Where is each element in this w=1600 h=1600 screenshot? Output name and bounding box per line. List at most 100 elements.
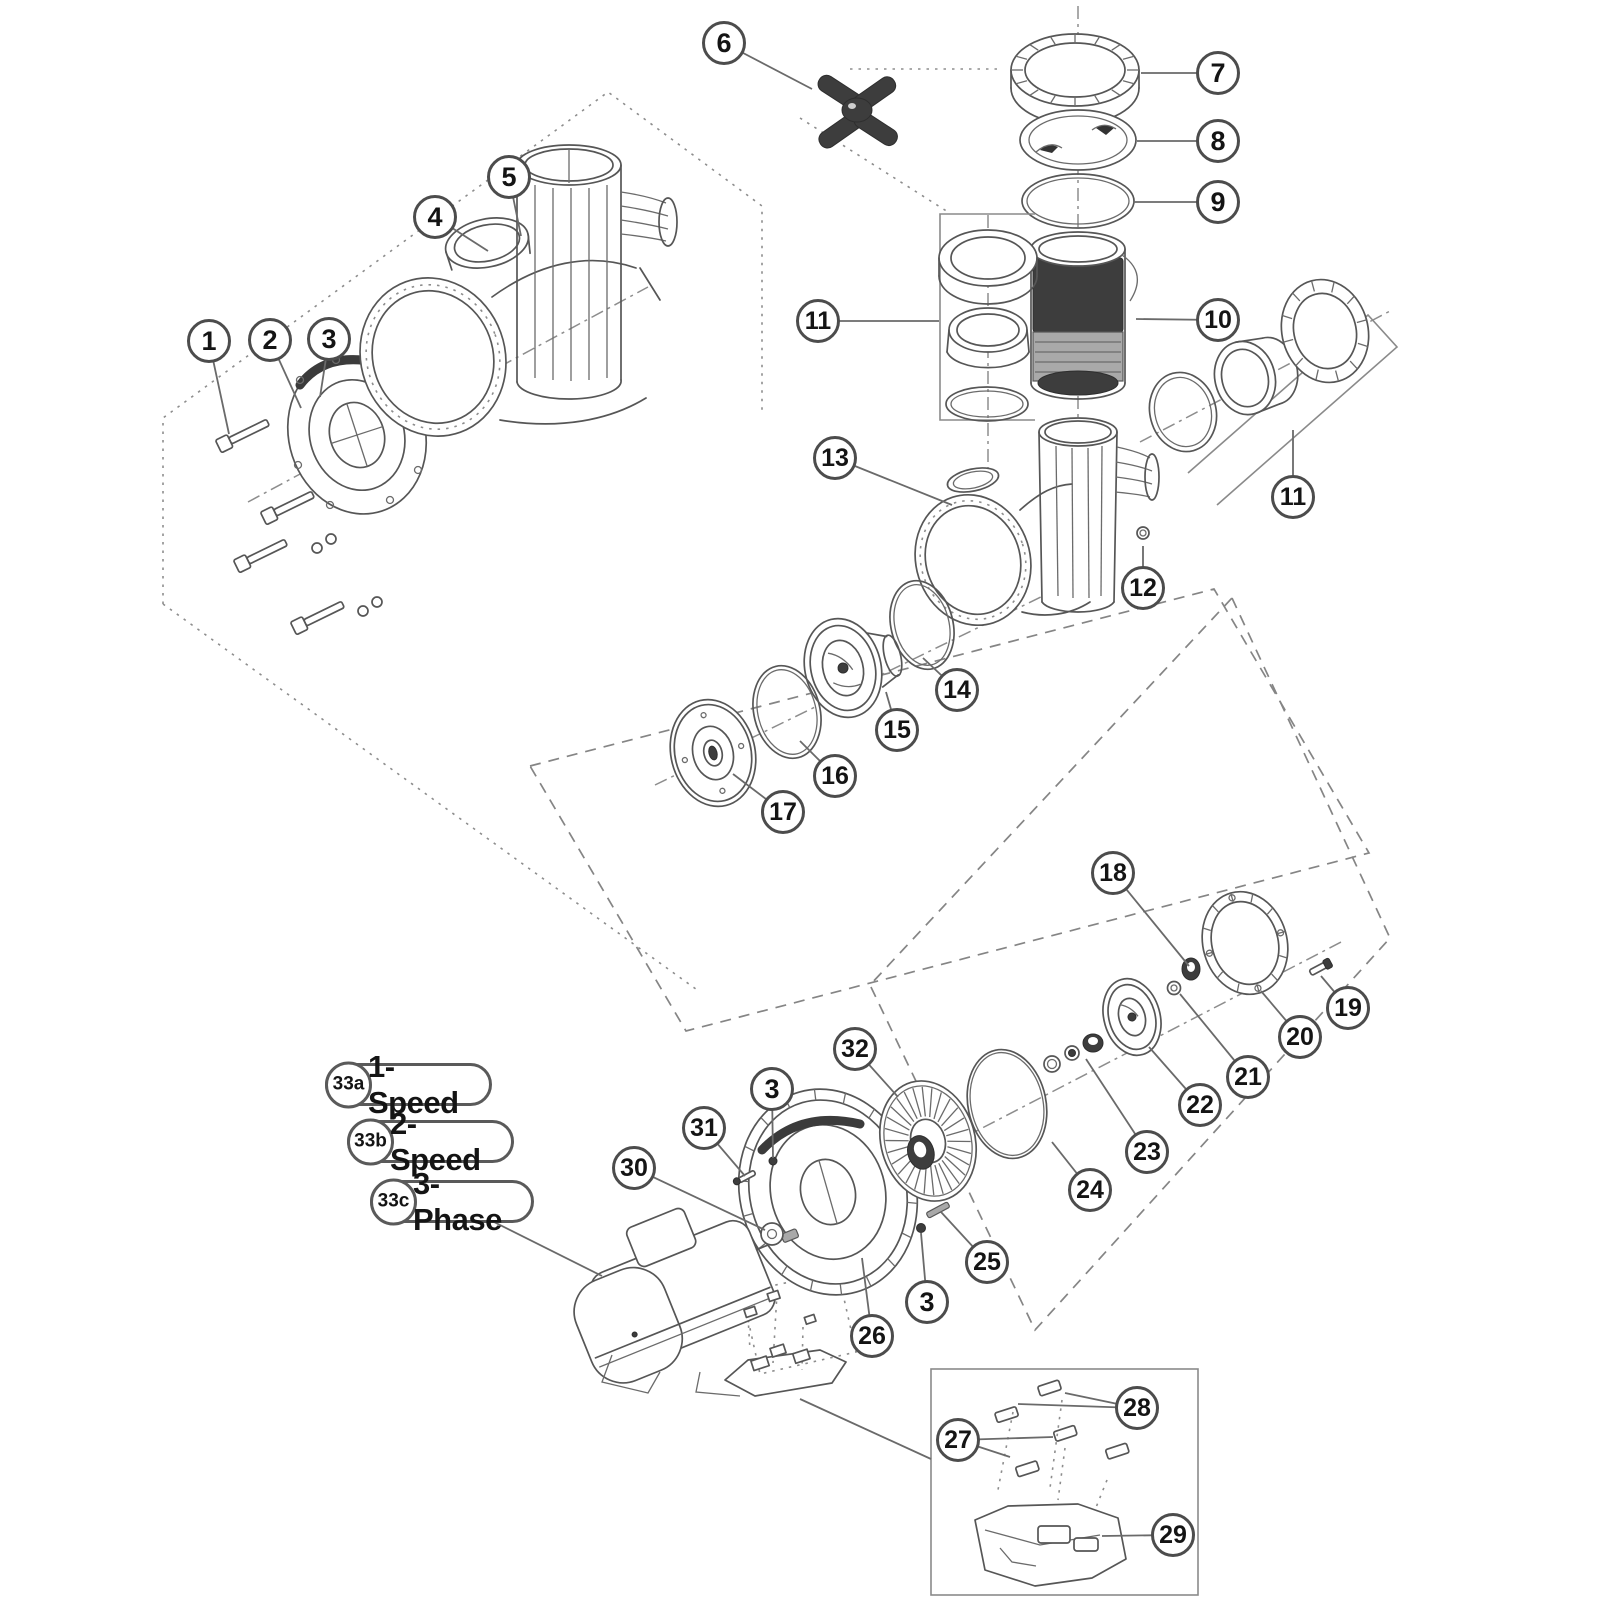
- callout-number: 1: [201, 325, 217, 356]
- callout-26-27: 26: [850, 1314, 894, 1358]
- variant-pill-tag: 33b: [347, 1118, 394, 1165]
- callout-4-3: 4: [413, 195, 457, 239]
- callout-18-18: 18: [1091, 851, 1135, 895]
- lock-ring-drawing: [1010, 33, 1140, 125]
- callout-9-8: 9: [1196, 180, 1240, 224]
- callout-number: 11: [1279, 482, 1307, 511]
- callout-number: 25: [973, 1247, 1001, 1276]
- callout-number: 8: [1210, 125, 1226, 156]
- motor-drawing: [573, 1207, 799, 1397]
- callout-11-10: 11: [796, 299, 840, 343]
- variant-pill-tag: 33c: [370, 1178, 417, 1225]
- variant-pill-label: 3-Phase: [413, 1165, 502, 1237]
- callout-21-21: 21: [1226, 1055, 1270, 1099]
- callout-number: 19: [1334, 993, 1362, 1022]
- slinger-washer-drawing: [760, 1222, 784, 1246]
- callout-number: 30: [620, 1153, 648, 1182]
- callout-number: 2: [262, 324, 278, 355]
- callout-number: 17: [769, 797, 797, 826]
- small-screws-drawing: [732, 1156, 950, 1233]
- motor-base-drawing: [974, 1503, 1127, 1587]
- callout-number: 9: [1210, 186, 1226, 217]
- callout-6-5: 6: [702, 21, 746, 65]
- callout-number: 3: [321, 323, 337, 354]
- callout-number: 20: [1286, 1022, 1314, 1051]
- lock-ring-knob-drawing: [817, 74, 898, 149]
- strainer-basket-drawing: [1030, 231, 1138, 400]
- callout-3-26: 3: [905, 1280, 949, 1324]
- callout-20-20: 20: [1278, 1015, 1322, 1059]
- callout-number: 3: [764, 1073, 780, 1104]
- callout-29-30: 29: [1151, 1513, 1195, 1557]
- pump-housing-drawing: [359, 144, 678, 437]
- callout-10-9: 10: [1196, 298, 1240, 342]
- strainer-lid-drawing: [1019, 109, 1137, 171]
- callout-1: 1: [187, 319, 231, 363]
- impeller-group-drawing: [669, 579, 955, 808]
- callout-11-11: 11: [1271, 475, 1315, 519]
- callout-number: 24: [1076, 1175, 1104, 1204]
- callout-number: 14: [943, 675, 971, 704]
- callout-number: 10: [1204, 305, 1232, 334]
- callout-number: 22: [1186, 1090, 1214, 1119]
- callout-number: 16: [821, 761, 849, 790]
- callout-28-29: 28: [1115, 1386, 1159, 1430]
- seal-plate-drawing: [737, 1088, 919, 1296]
- callout-14-14: 14: [935, 668, 979, 712]
- callout-15-15: 15: [875, 708, 919, 752]
- callout-number: 27: [944, 1425, 972, 1454]
- callout-number: 32: [841, 1034, 869, 1063]
- callout-31-32: 31: [682, 1106, 726, 1150]
- callout-number: 26: [858, 1321, 886, 1350]
- callout-25-25: 25: [965, 1240, 1009, 1284]
- callout-8-7: 8: [1196, 119, 1240, 163]
- callout-number: 29: [1159, 1520, 1187, 1549]
- callout-number: 3: [919, 1286, 935, 1317]
- motor-base-detail-box: [799, 1368, 1199, 1596]
- callout-number: 15: [883, 715, 911, 744]
- callout-3-33: 3: [750, 1067, 794, 1111]
- callout-number: 28: [1123, 1393, 1151, 1422]
- variant-pill-label: 1-Speed: [368, 1048, 459, 1120]
- callout-number: 12: [1129, 573, 1157, 602]
- callout-number: 23: [1133, 1137, 1161, 1166]
- lid-o-ring-drawing: [1021, 173, 1135, 229]
- callout-number: 13: [821, 443, 849, 472]
- callout-12-12: 12: [1121, 566, 1165, 610]
- variant-pill-label: 2-Speed: [390, 1105, 481, 1177]
- callout-5-4: 5: [487, 155, 531, 199]
- callout-17-17: 17: [761, 790, 805, 834]
- callout-number: 7: [1210, 57, 1226, 88]
- callout-2-1: 2: [248, 318, 292, 362]
- callout-19-19: 19: [1326, 986, 1370, 1030]
- callout-30-31: 30: [612, 1146, 656, 1190]
- callout-32-34: 32: [833, 1027, 877, 1071]
- callout-number: 6: [716, 27, 732, 58]
- shaft-seal-group-drawing: [966, 890, 1333, 1160]
- variant-pill-tag: 33a: [325, 1061, 372, 1108]
- callout-13-13: 13: [813, 436, 857, 480]
- callout-number: 11: [804, 306, 832, 335]
- callout-7-6: 7: [1196, 51, 1240, 95]
- union-assembly-right-drawing: [1148, 278, 1399, 506]
- terminal-board-drawing: [724, 1289, 847, 1397]
- callout-16-16: 16: [813, 754, 857, 798]
- drain-plug-nut-drawing: [1136, 526, 1150, 540]
- callout-number: 31: [690, 1113, 718, 1142]
- callout-3-2: 3: [307, 317, 351, 361]
- callout-number: 21: [1234, 1062, 1262, 1091]
- union-assembly-left-drawing: [938, 213, 1038, 422]
- callout-number: 5: [501, 161, 517, 192]
- callout-number: 18: [1099, 858, 1127, 887]
- trap-housing-drawing: [914, 417, 1160, 627]
- callout-27-28: 27: [936, 1418, 980, 1462]
- callout-23-23: 23: [1125, 1130, 1169, 1174]
- callout-24-24: 24: [1068, 1168, 1112, 1212]
- callout-22-22: 22: [1178, 1083, 1222, 1127]
- motor-fan-drawing: [878, 1080, 978, 1202]
